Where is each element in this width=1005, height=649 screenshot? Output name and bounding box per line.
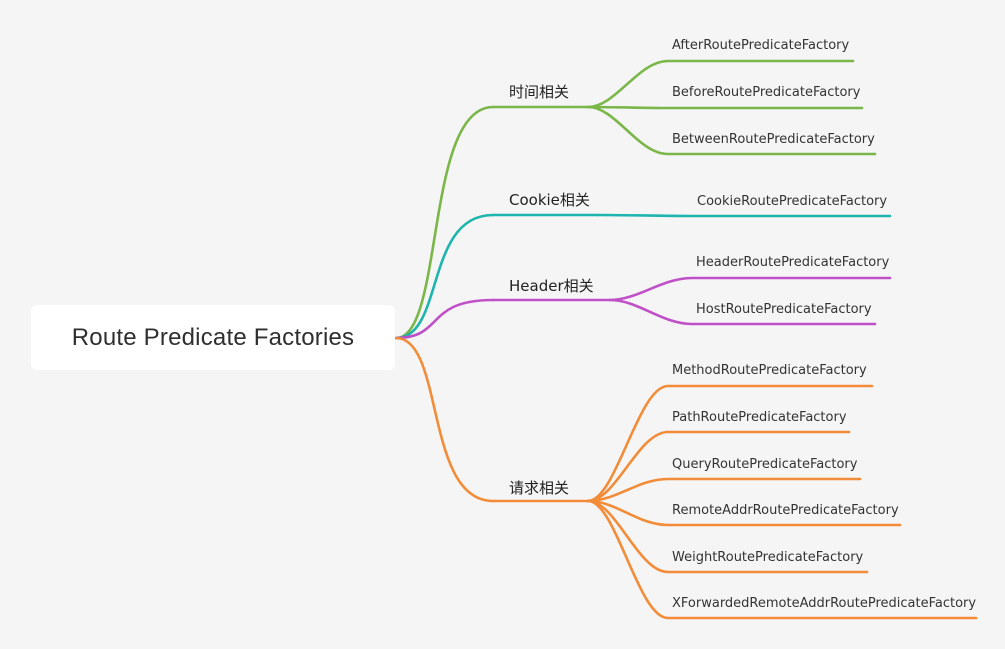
leaf-node-xforwardedremoteaddrroutepredicatefactory[interactable]: XForwardedRemoteAddrRoutePredicateFactor… [672,596,977,611]
leaf-connector-pathroutepredicatefactory [586,430,851,503]
leaf-connector-weightroutepredicatefactory [586,499,869,574]
root-node[interactable]: Route Predicate Factories [31,305,395,370]
branch-label-3[interactable]: Header相关 [509,277,594,295]
branch-connector-2 [394,213,495,340]
branch-label-4[interactable]: 请求相关 [509,479,570,497]
leaf-connector-betweenroutepredicatefactory [586,105,877,156]
branch-label-1[interactable]: 时间相关 [509,83,570,101]
leaf-connector-hostroutepredicatefactory [608,298,877,326]
leaf-node-remoteaddrroutepredicatefactory[interactable]: RemoteAddrRoutePredicateFactory [672,503,899,518]
leaf-connector-xforwardedremoteaddrroutepredicatefactory [586,499,978,620]
leaf-node-headerroutepredicatefactory[interactable]: HeaderRoutePredicateFactory [696,255,890,270]
leaf-node-weightroutepredicatefactory[interactable]: WeightRoutePredicateFactory [672,550,864,565]
leaf-connector-beforeroutepredicatefactory [586,105,864,110]
leaf-node-hostroutepredicatefactory[interactable]: HostRoutePredicateFactory [696,302,872,317]
branch-connector-4 [394,336,495,503]
leaf-connector-cookieroutepredicatefactory [596,213,892,218]
branch-connector-3 [394,298,495,340]
leaf-node-pathroutepredicatefactory[interactable]: PathRoutePredicateFactory [672,410,847,425]
leaf-node-beforeroutepredicatefactory[interactable]: BeforeRoutePredicateFactory [672,85,861,100]
branch-label-2[interactable]: Cookie相关 [509,191,590,209]
leaf-node-methodroutepredicatefactory[interactable]: MethodRoutePredicateFactory [672,363,867,378]
leaf-connector-remoteaddrroutepredicatefactory [586,499,902,527]
leaf-node-afterroutepredicatefactory[interactable]: AfterRoutePredicateFactory [672,38,850,53]
leaf-node-queryroutepredicatefactory[interactable]: QueryRoutePredicateFactory [672,457,858,472]
leaf-connector-queryroutepredicatefactory [586,477,862,503]
leaf-connector-afterroutepredicatefactory [586,59,855,109]
branch-connector-1 [394,105,495,340]
leaf-node-cookieroutepredicatefactory[interactable]: CookieRoutePredicateFactory [697,194,888,209]
root-node-label: Route Predicate Factories [71,323,355,351]
leaf-connector-headerroutepredicatefactory [608,276,892,302]
leaf-connector-methodroutepredicatefactory [586,384,874,503]
leaf-node-betweenroutepredicatefactory[interactable]: BetweenRoutePredicateFactory [672,132,875,147]
